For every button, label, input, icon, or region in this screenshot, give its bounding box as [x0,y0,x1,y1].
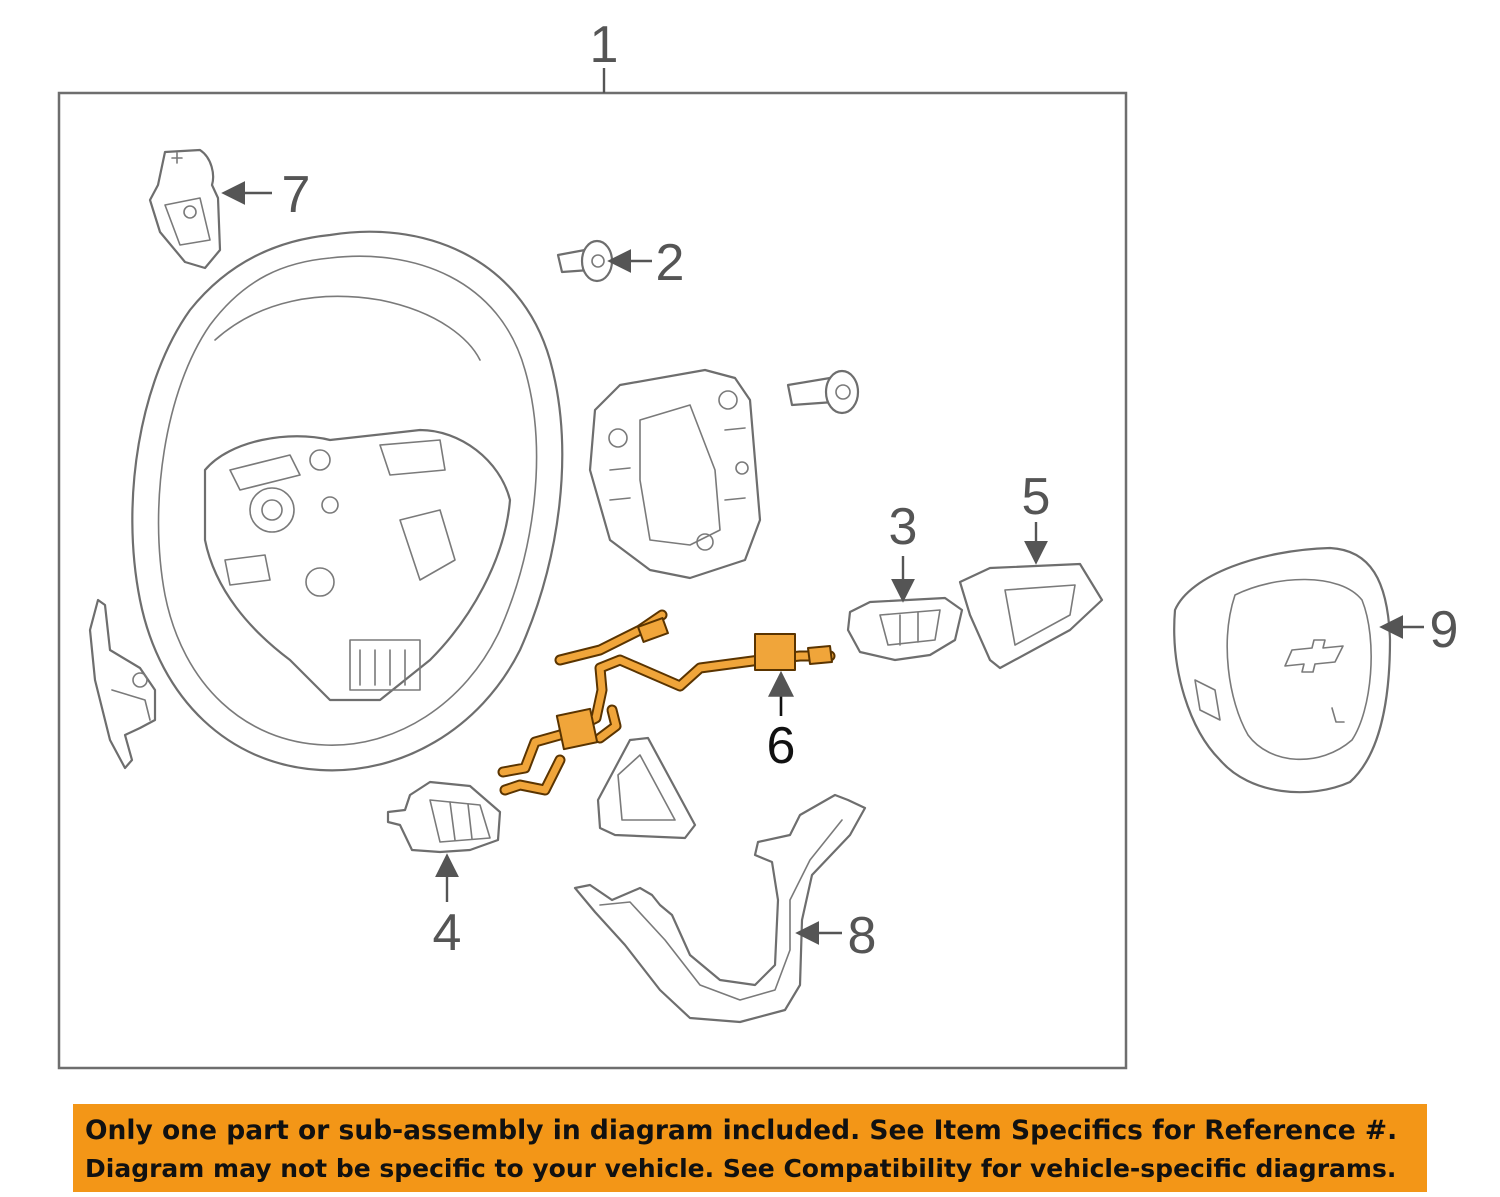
paddle-shifter-lower [88,598,157,770]
callout-2: 2 [656,234,685,292]
control-switch-left [386,780,502,854]
callout-6: 6 [767,717,796,775]
air-bag-module [1173,546,1392,794]
paddle-shifter-upper [148,148,222,270]
lower-trim-cover [573,793,867,1024]
callout-5: 5 [1022,468,1051,526]
callout-8: 8 [848,907,877,965]
callout-3: 3 [889,498,918,556]
notice-line-1: Only one part or sub-assembly in diagram… [85,1115,1398,1146]
bolt [786,369,860,415]
callout-7: 7 [282,166,311,224]
parts-diagram: 1 2 3 4 5 6 7 8 9 [57,16,1459,1070]
notice-banner: Only one part or sub-assembly in diagram… [73,1104,1427,1192]
trim-bezel-center [596,736,697,840]
callout-9: 9 [1430,601,1459,659]
wiring-harness-highlighted [497,609,836,796]
steering-wheel [131,230,564,772]
trim-bezel-right [958,562,1104,670]
screw [556,239,614,283]
notice-line-2: Diagram may not be specific to your vehi… [85,1154,1397,1183]
callout-4: 4 [433,904,462,962]
rear-housing [588,368,762,580]
callout-1: 1 [590,16,619,74]
